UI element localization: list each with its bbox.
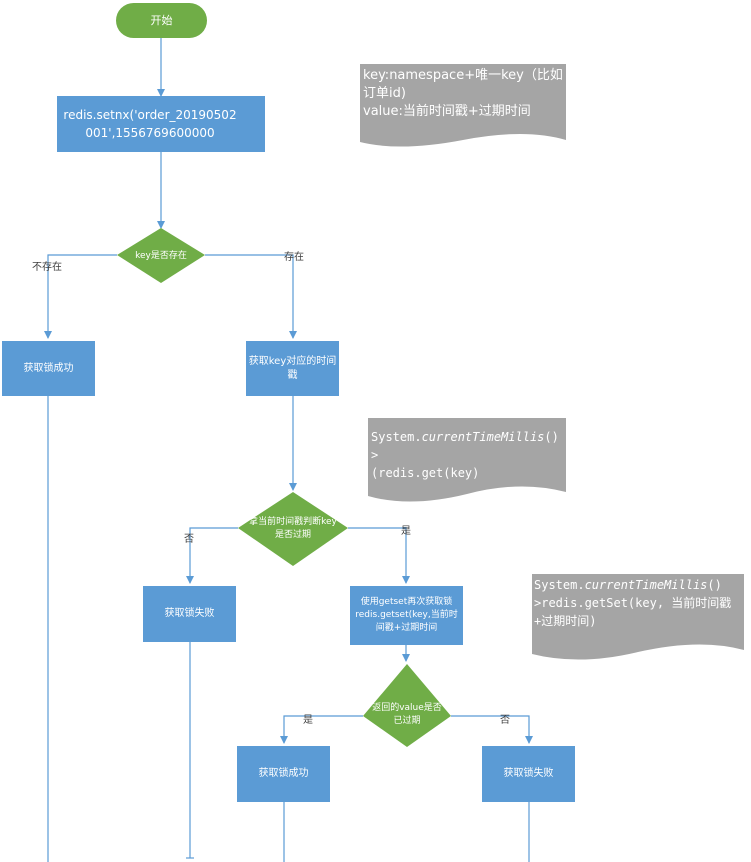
compare-note-suffix: () > (redis.get(key) (371, 430, 559, 480)
get-timestamp-label: 获取key对应的时间戳 (248, 355, 337, 381)
acquire-fail-2-label: 获取锁失败 (503, 768, 554, 779)
edge-no-1 (186, 527, 238, 584)
start-label: 开始 (150, 13, 173, 27)
get-timestamp-box (246, 341, 339, 396)
getset-retry-label: 使用getset再次获取锁redis.getset(key,当前时间戳+过期时间 (355, 597, 458, 633)
key-value-note-shape (360, 64, 566, 147)
acquire-success-2-label: 获取锁成功 (258, 768, 309, 779)
acquire-success-2-box (237, 746, 330, 802)
setnx-process-box (57, 96, 265, 152)
getset-note-prefix: System. (534, 578, 585, 592)
edge-label-exists: 存在 (284, 252, 304, 263)
getset-note-method: currentTimeMillis (584, 578, 708, 592)
value-expired-decision (363, 664, 451, 747)
compare-note-prefix: System. (371, 430, 422, 444)
expired-check-label: 拿当前时间戳判断key是否过期 (249, 517, 337, 540)
edge-yes-1 (348, 527, 410, 584)
edge-exists (205, 254, 297, 339)
key-exists-decision (117, 228, 205, 283)
edge-label-no-1: 否 (184, 534, 194, 545)
compare-note-text: System.currentTimeMillis() > (redis.get(… (371, 428, 566, 482)
acquire-success-1-label: 获取锁成功 (23, 362, 74, 374)
key-exists-label: key是否存在 (135, 250, 187, 261)
edge-label-yes-2: 是 (303, 715, 313, 726)
compare-note-shape (368, 418, 566, 502)
acquire-fail-1-label: 获取锁失败 (164, 608, 215, 619)
edge-label-no-2: 否 (500, 715, 510, 726)
key-value-note-text: key:namespace+唯一key（比如订单id) value:当前时间戳+… (363, 68, 563, 119)
getset-retry-box (350, 586, 463, 645)
acquire-success-1-box (2, 341, 95, 396)
edge-yes-2 (280, 715, 363, 744)
setnx-label: redis.setnx('order_20190502001',15567696… (63, 108, 237, 140)
getset-note-text: System.currentTimeMillis() >redis.getSet… (534, 576, 744, 630)
acquire-fail-2-box (482, 746, 575, 802)
getset-note-suffix: () >redis.getSet(key, 当前时间戳+过期时间) (534, 578, 732, 628)
expired-decision (238, 492, 348, 566)
compare-note-method: currentTimeMillis (421, 430, 545, 444)
edge-no-2 (451, 715, 533, 744)
getset-note-shape (532, 574, 744, 660)
edge-not-exists (44, 254, 117, 339)
edge-label-not-exists: 不存在 (32, 262, 62, 273)
value-expired-label: 返回的value是否已过期 (372, 703, 442, 726)
edge-label-yes-1: 是 (401, 526, 411, 537)
acquire-fail-1-box (143, 586, 236, 642)
start-terminal (116, 3, 207, 38)
